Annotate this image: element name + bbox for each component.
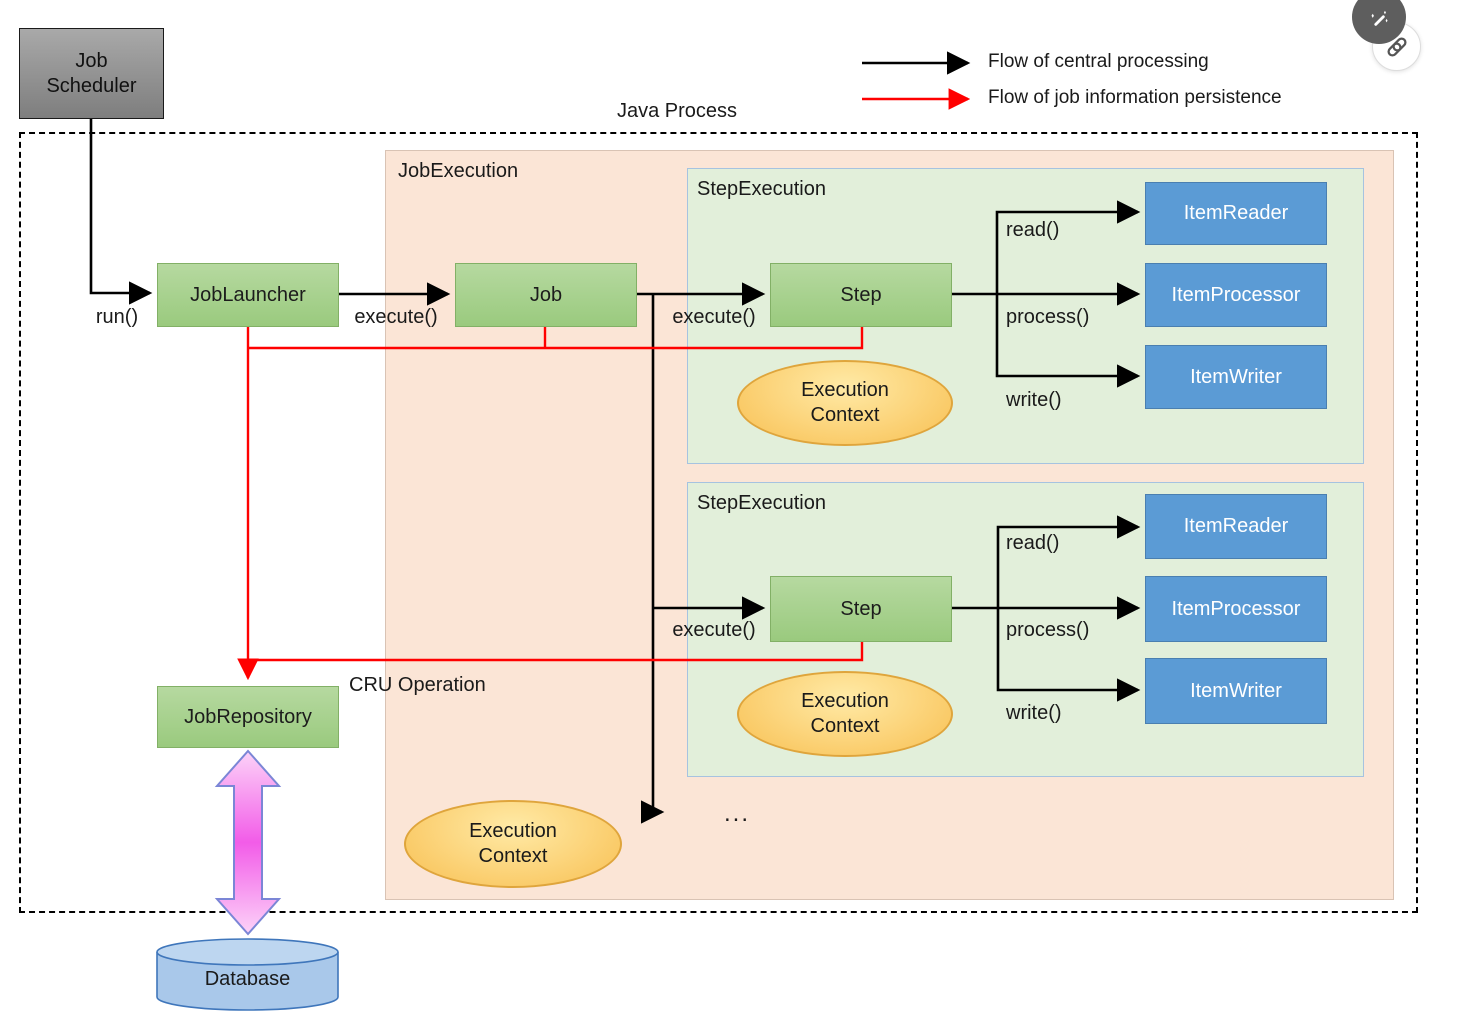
step-2-label: Step xyxy=(840,597,882,620)
job-repository-label: JobRepository xyxy=(184,705,312,728)
execution-context-3-label: Execution Context xyxy=(469,820,557,867)
write-2-label: write() xyxy=(1006,702,1062,724)
central-processing-flow-lines xyxy=(89,51,1141,824)
node-step-2: Step xyxy=(770,576,952,642)
legend-central-processing: Flow of central processing xyxy=(988,51,1209,72)
magic-wand-icon xyxy=(1371,10,1388,26)
node-job-scheduler: Job Scheduler xyxy=(19,28,164,119)
step-execution-label-1: StepExecution xyxy=(697,178,826,200)
step-1-label: Step xyxy=(840,283,882,306)
process-2-label: process() xyxy=(1006,619,1090,641)
node-item-reader-1: ItemReader xyxy=(1145,182,1327,245)
process-1-label: process() xyxy=(1006,306,1090,328)
execution-context-2-label: Execution Context xyxy=(801,690,889,737)
execution-context-ellipse-3: Execution Context xyxy=(404,800,622,888)
repository-database-double-arrow xyxy=(214,749,282,936)
persistence-flow-lines xyxy=(237,88,971,681)
job-execution-label: JobExecution xyxy=(398,160,519,182)
node-item-writer-1: ItemWriter xyxy=(1145,345,1327,409)
java-process-frame xyxy=(19,132,1418,913)
continuation-ellipsis: ... xyxy=(724,800,751,827)
execution-context-ellipse-1: Execution Context xyxy=(737,360,953,446)
database-label: Database xyxy=(204,968,291,990)
database-cylinder xyxy=(156,938,339,1011)
read-1-label: read() xyxy=(1006,219,1060,241)
run-label: run() xyxy=(95,306,139,328)
node-item-writer-2: ItemWriter xyxy=(1145,658,1327,724)
java-process-label: Java Process xyxy=(616,100,738,122)
read-2-label: read() xyxy=(1006,532,1060,554)
job-scheduler-label: Job Scheduler xyxy=(46,49,137,97)
execution-context-ellipse-2: Execution Context xyxy=(737,671,953,757)
execute-job-label: execute() xyxy=(354,306,438,328)
execute-step-1-label: execute() xyxy=(672,306,756,328)
item-reader-1-label: ItemReader xyxy=(1183,202,1289,224)
node-item-processor-1: ItemProcessor xyxy=(1145,263,1327,327)
item-writer-2-label: ItemWriter xyxy=(1190,679,1282,702)
cru-operation-label: CRU Operation xyxy=(349,674,486,696)
node-item-processor-2: ItemProcessor xyxy=(1145,576,1327,642)
execution-context-1-label: Execution Context xyxy=(801,379,889,426)
execute-step-2-label: execute() xyxy=(672,619,756,641)
job-label: Job xyxy=(529,283,563,306)
node-job: Job xyxy=(455,263,637,327)
node-job-repository: JobRepository xyxy=(157,686,339,748)
magic-wand-button[interactable] xyxy=(1352,0,1406,44)
legend-persistence: Flow of job information persistence xyxy=(988,87,1282,108)
step-execution-label-2: StepExecution xyxy=(697,492,826,514)
item-processor-2-label: ItemProcessor xyxy=(1171,597,1301,620)
node-job-launcher: JobLauncher xyxy=(157,263,339,327)
write-1-label: write() xyxy=(1006,389,1062,411)
node-step-1: Step xyxy=(770,263,952,327)
link-icon xyxy=(1386,36,1407,57)
job-launcher-label: JobLauncher xyxy=(190,283,306,306)
node-item-reader-2: ItemReader xyxy=(1145,494,1327,559)
item-reader-2-label: ItemReader xyxy=(1183,515,1289,537)
item-processor-1-label: ItemProcessor xyxy=(1171,283,1301,306)
item-writer-1-label: ItemWriter xyxy=(1190,365,1282,388)
